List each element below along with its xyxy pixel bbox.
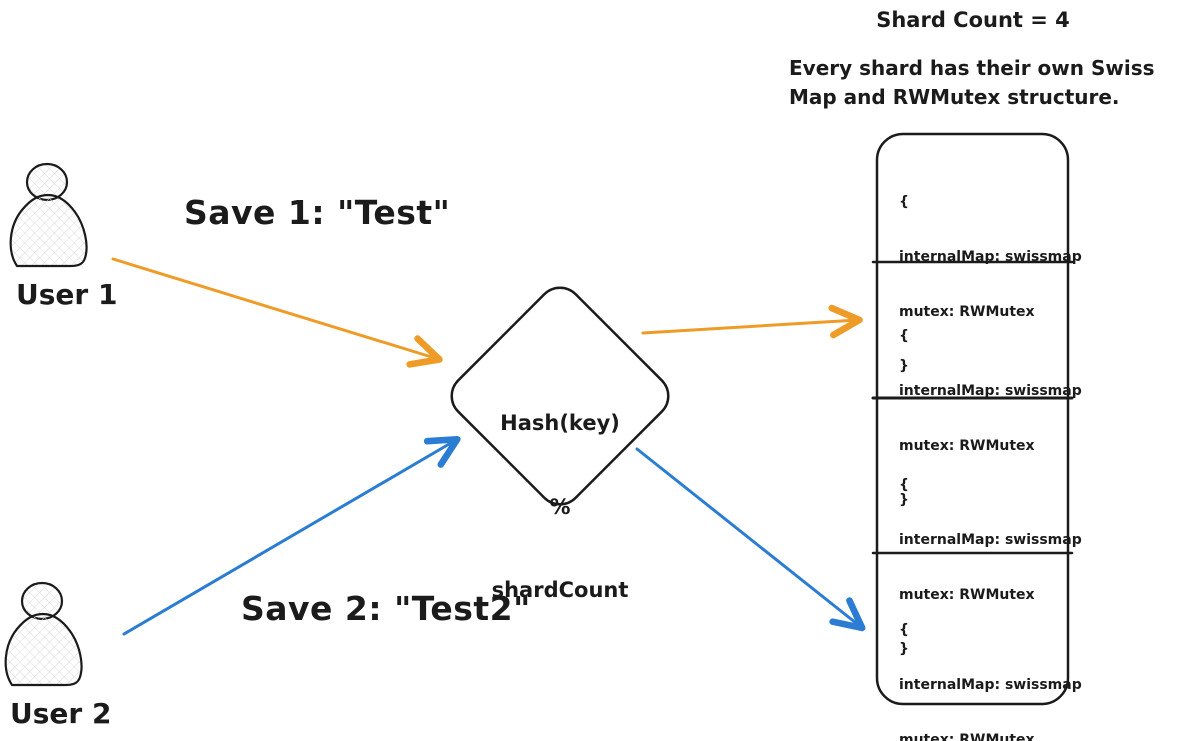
arrow-router-to-shard2 — [641, 304, 863, 339]
shard-note: Every shard has their own Swiss Map and … — [789, 56, 1155, 109]
arrow-router-to-shard4 — [635, 447, 866, 632]
cell1-internalmap: internalMap: swissmap — [899, 248, 1082, 265]
cell2-brace-open: { — [899, 328, 909, 345]
shard-count-label: Shard Count = 4 — [876, 8, 1070, 32]
cell1-brace-open: { — [899, 194, 909, 211]
cell4-brace-open: { — [899, 622, 909, 639]
save2-label: Save 2: "Test2" — [241, 589, 531, 628]
shard-cell-2: { internalMap: swissmap mutex: RWMutex } — [899, 291, 1082, 546]
router-line-2: % — [549, 494, 571, 519]
router-label: Hash(key) % shardCount — [470, 355, 650, 660]
save1-label: Save 1: "Test" — [184, 193, 451, 232]
shard-container — [875, 132, 1070, 706]
cell4-internalmap: internalMap: swissmap — [899, 676, 1082, 693]
router-line-3: shardCount — [491, 577, 629, 602]
cell3-brace-close: } — [899, 641, 909, 658]
arrow-user1-to-router — [111, 257, 443, 368]
cell1-mutex: mutex: RWMutex — [899, 303, 1035, 320]
cell1-brace-close: } — [899, 358, 909, 375]
user1-label: User 1 — [16, 278, 118, 311]
hash-router-diamond — [450, 286, 670, 506]
cell2-internalmap: internalMap: swissmap — [899, 382, 1082, 399]
shard-cell-1: { internalMap: swissmap mutex: RWMutex } — [899, 157, 1082, 412]
cell3-internalmap: internalMap: swissmap — [899, 531, 1082, 548]
cell2-brace-close: } — [899, 492, 909, 509]
cell3-brace-open: { — [899, 477, 909, 494]
arrow-user2-to-router — [122, 435, 461, 636]
cell4-mutex: mutex: RWMutex — [899, 731, 1035, 741]
shard-cell-3: { internalMap: swissmap mutex: RWMutex } — [899, 440, 1082, 695]
router-line-1: Hash(key) — [500, 411, 620, 436]
user2-label: User 2 — [10, 697, 112, 730]
cell3-mutex: mutex: RWMutex — [899, 586, 1035, 603]
cell2-mutex: mutex: RWMutex — [899, 437, 1035, 454]
user-1-icon — [9, 162, 88, 268]
shard-cell-4: { internalMap: swissmap mutex: RWMutex } — [899, 585, 1082, 741]
user-2-icon — [4, 581, 83, 687]
